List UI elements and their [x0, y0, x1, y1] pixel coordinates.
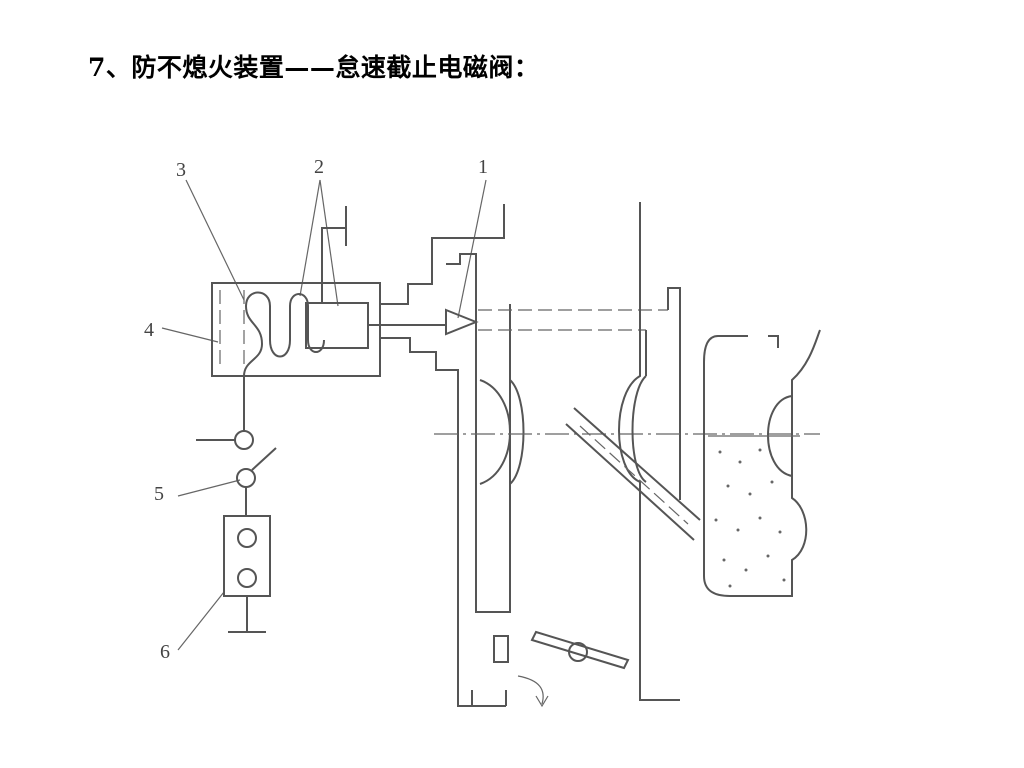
label-6: 6 [160, 641, 170, 663]
throttle-plate [493, 630, 630, 708]
leader-lines [161, 179, 487, 651]
label-1: 1 [478, 156, 488, 178]
ignition-switch [196, 392, 277, 516]
armature [305, 206, 446, 349]
right-venturi [618, 202, 680, 701]
label-4: 4 [144, 319, 154, 341]
label-3: 3 [176, 159, 186, 181]
float-chamber [703, 329, 821, 597]
label-2: 2 [314, 156, 324, 178]
label-5: 5 [154, 483, 164, 505]
slide-title: 7、防不熄火装置——怠速截止电磁阀： [88, 53, 540, 82]
coil-spring [243, 291, 325, 392]
solenoid-housing [211, 282, 381, 377]
main-nozzle [565, 407, 701, 541]
battery [223, 515, 271, 633]
needle-valve [445, 308, 479, 336]
fuel-passage [380, 204, 505, 305]
fuel-dots [714, 448, 786, 588]
venturi-column [479, 379, 511, 485]
